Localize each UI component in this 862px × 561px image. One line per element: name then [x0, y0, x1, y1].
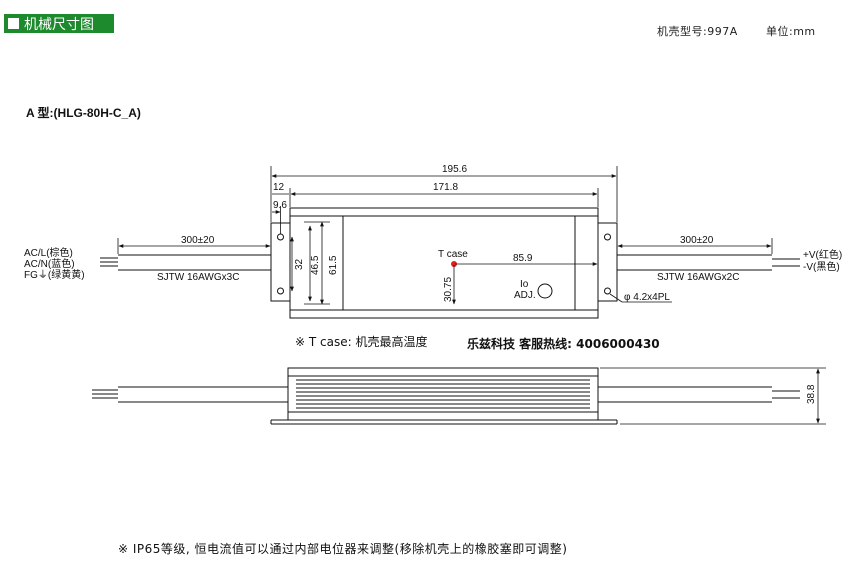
label-io: Io: [520, 279, 529, 290]
dim-cable-right: 300±20: [680, 235, 714, 246]
flange-left: [270, 222, 291, 302]
square-icon: [8, 18, 19, 29]
tcase-note: ※ T case: 机壳最高温度: [295, 335, 428, 349]
dim-height-46-5: 46.5: [310, 255, 321, 275]
label-ac-l: AC/L(棕色): [24, 246, 73, 259]
tcase-dot: [451, 261, 457, 267]
mount-hole: [277, 233, 284, 241]
top-view: [100, 207, 800, 319]
adj-port: [537, 283, 553, 299]
label-tcase: T case: [438, 249, 468, 260]
label-cable-in: SJTW 16AWGx3C: [157, 272, 239, 283]
dim-overall-length: 195.6: [442, 164, 467, 175]
dim-flange: 12: [273, 182, 285, 193]
ip65-note: ※ IP65等级, 恒电流值可以通过内部电位器来调整(移除机壳上的橡胶塞即可调整…: [118, 542, 568, 556]
case-body: [289, 207, 599, 319]
dim-side-height: 38.8: [806, 384, 817, 404]
dim-hole-offset: 9.6: [273, 200, 287, 211]
dim-inner-length: 171.8: [433, 182, 458, 193]
dim-height-32: 32: [294, 258, 305, 270]
label-cable-out: SJTW 16AWGx2C: [657, 272, 739, 283]
dim-tcase-x: 85.9: [513, 253, 533, 264]
hole-spec: φ 4.2x4PL: [624, 292, 670, 303]
mount-hole: [277, 287, 284, 295]
dim-tcase-y: 30.75: [443, 277, 454, 302]
mount-hole: [604, 287, 611, 295]
dim-width-61-5: 61.5: [328, 255, 339, 275]
mount-hole: [604, 233, 611, 241]
label-fg: FG⏚(绿黄黄): [24, 268, 85, 281]
section-title: 机械尺寸图: [24, 16, 94, 33]
service-hotline: 乐兹科技 客服热线: 4006000430: [467, 337, 660, 351]
case-face: [342, 215, 576, 311]
label-v-plus: +V(红色): [803, 248, 842, 261]
label-adj: ADJ.: [514, 290, 536, 301]
label-ac-n: AC/N(蓝色): [24, 257, 75, 270]
model-label: A 型:(HLG-80H-C_A): [26, 106, 141, 120]
flange-right: [597, 222, 618, 302]
label-v-minus: -V(黑色): [803, 260, 840, 273]
side-view: [92, 367, 800, 425]
dim-cable-left: 300±20: [181, 235, 215, 246]
case-model: 机壳型号:997A: [657, 25, 738, 38]
section-header-badge: 机械尺寸图: [4, 14, 114, 33]
unit-label: 单位:mm: [766, 25, 816, 38]
